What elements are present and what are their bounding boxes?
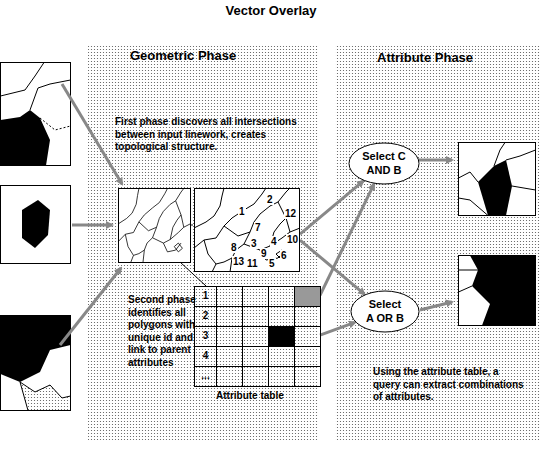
polygon-id: 11: [246, 258, 259, 269]
phase-panel: [335, 44, 540, 442]
row-id: 1: [195, 286, 216, 306]
polygon-id: 6: [280, 250, 288, 261]
phase-panel: Geometric PhaseFirst phase discovers all…: [88, 44, 318, 442]
polygon-id: 1: [238, 206, 246, 217]
input-map: [1, 316, 71, 411]
polygon-id: 7: [254, 222, 262, 233]
diagram-title: Vector Overlay: [0, 3, 542, 18]
polygon-id: 8: [230, 242, 238, 253]
polygon-id: 5: [268, 258, 276, 269]
row-id: 4: [195, 346, 216, 366]
overlay-map: [119, 189, 191, 263]
result-map: [459, 143, 536, 216]
polygon-map: 12127349810131156: [194, 188, 300, 272]
polygon-id: 10: [286, 234, 299, 245]
table-caption: Attribute table: [216, 390, 284, 401]
note-text: First phase discovers all intersections …: [115, 116, 311, 154]
flow-arrow: [191, 224, 193, 226]
attribute-table: 1234...Attribute table: [194, 286, 320, 403]
row-id: ...: [195, 366, 216, 386]
phase-panel: [88, 44, 318, 442]
note-text: Second phase identifies all polygons wit…: [128, 294, 212, 369]
polygon-id: 4: [270, 236, 278, 247]
query-ellipse: Select A OR B: [350, 290, 420, 333]
table-grid: [194, 286, 321, 387]
query-text: Select C AND B: [360, 150, 408, 176]
polygon-id: 3: [250, 238, 258, 249]
query-arrow: [320, 322, 355, 335]
phase-heading: Geometric Phase: [130, 48, 310, 63]
query-arrow: [320, 184, 374, 295]
note-text: Using the attribute table, a query can e…: [373, 366, 525, 404]
query-text: Select A OR B: [366, 298, 405, 324]
polygon-id: 12: [284, 208, 297, 219]
phase-heading: Attribute Phase: [377, 50, 537, 65]
result-map: [459, 256, 536, 326]
input-map: [1, 63, 71, 166]
flow-arrow: [60, 84, 452, 345]
query-ellipse: Select C AND B: [348, 142, 420, 185]
phase-panel: Attribute PhaseUsing the attribute table…: [335, 44, 540, 442]
polygon-id: 13: [232, 256, 245, 267]
polygon-id: 2: [266, 194, 274, 205]
row-id: 3: [195, 326, 216, 346]
polygon-id: 9: [260, 248, 268, 259]
input-map: [1, 186, 71, 264]
row-id: 2: [195, 306, 216, 326]
